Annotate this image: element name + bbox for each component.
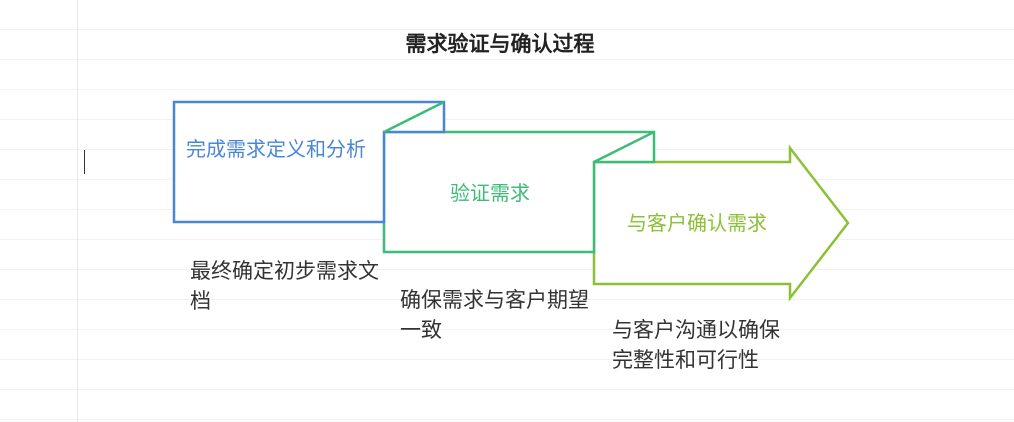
step-2-label: 验证需求	[450, 181, 530, 205]
step-1-fold-line	[383, 100, 445, 134]
text-cursor	[84, 150, 85, 174]
step-3-label: 与客户确认需求	[627, 211, 767, 235]
grid-column-divider	[77, 0, 78, 422]
step-3-arrow-shape[interactable]	[592, 144, 850, 302]
step-3-description: 与客户沟通以确保完整性和可行性	[612, 318, 780, 372]
step-1-description: 最终确定初步需求文档	[190, 259, 379, 313]
diagram-title: 需求验证与确认过程	[405, 32, 595, 56]
step-1-label: 完成需求定义和分析	[186, 137, 366, 161]
step-2-description: 确保需求与客户期望一致	[400, 288, 589, 342]
step-2-fold-line	[593, 130, 655, 164]
